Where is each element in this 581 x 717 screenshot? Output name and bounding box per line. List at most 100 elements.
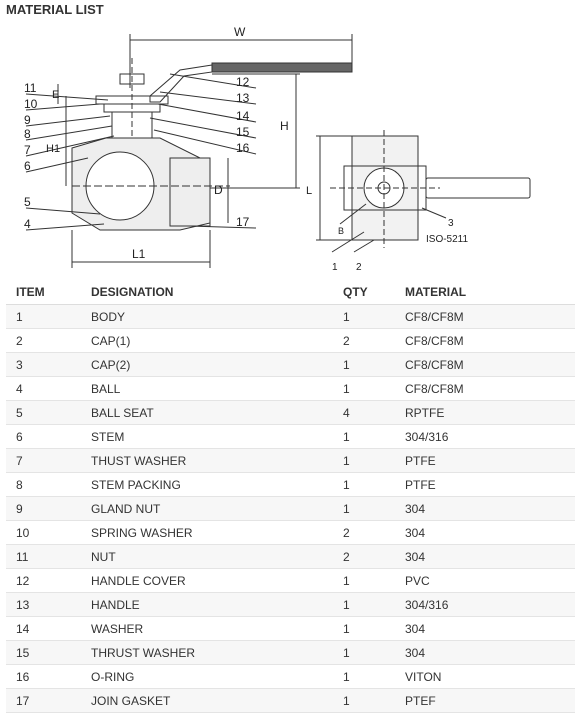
dim-e-label: E xyxy=(52,89,59,101)
material-cell: 304 xyxy=(395,520,575,545)
dim-d-label: D xyxy=(214,183,223,197)
callout-16: 16 xyxy=(236,141,250,155)
designation-cell: CAP(1) xyxy=(81,328,333,353)
item-cell: 13 xyxy=(6,592,81,617)
callout-13: 13 xyxy=(236,91,250,105)
item-cell: 17 xyxy=(6,688,81,713)
material-cell: 304 xyxy=(395,616,575,641)
item-cell: 5 xyxy=(6,400,81,425)
material-cell: CF8/CF8M xyxy=(395,328,575,353)
iso-standard-label: ISO-5211 xyxy=(426,234,468,245)
material-cell: PTEF xyxy=(395,688,575,713)
material-cell: PTFE xyxy=(395,472,575,497)
page-title: MATERIAL LIST xyxy=(6,2,104,17)
qty-cell: 1 xyxy=(333,664,395,689)
designation-cell: CAP(2) xyxy=(81,352,333,377)
qty-cell: 1 xyxy=(333,688,395,713)
dim-h-label: H xyxy=(280,119,289,133)
dim-w-label: W xyxy=(234,25,246,39)
qty-cell: 2 xyxy=(333,544,395,569)
callout-8: 8 xyxy=(24,127,31,141)
material-cell: VITON xyxy=(395,664,575,689)
designation-cell: HANDLE xyxy=(81,592,333,617)
item-cell: 11 xyxy=(6,544,81,569)
callout-1: 1 xyxy=(332,262,338,273)
callout-10: 10 xyxy=(24,97,38,111)
callout-6: 6 xyxy=(24,159,31,173)
designation-cell: THRUST WASHER xyxy=(81,640,333,665)
valve-drawing: W E H1 H D L1 L B 11 10 9 8 7 6 5 4 12 1… xyxy=(0,18,581,278)
designation-cell: STEM PACKING xyxy=(81,472,333,497)
material-cell: CF8/CF8M xyxy=(395,304,575,329)
item-cell: 9 xyxy=(6,496,81,521)
callout-5: 5 xyxy=(24,195,31,209)
col-item-header: ITEM xyxy=(6,280,81,305)
designation-cell: WASHER xyxy=(81,616,333,641)
material-cell: 304/316 xyxy=(395,592,575,617)
qty-cell: 1 xyxy=(333,472,395,497)
item-cell: 16 xyxy=(6,664,81,689)
item-cell: 10 xyxy=(6,520,81,545)
designation-cell: BALL SEAT xyxy=(81,400,333,425)
qty-cell: 1 xyxy=(333,424,395,449)
designation-cell: HANDLE COVER xyxy=(81,568,333,593)
item-cell: 4 xyxy=(6,376,81,401)
designation-cell: BALL xyxy=(81,376,333,401)
designation-cell: SPRING WASHER xyxy=(81,520,333,545)
material-cell: PVC xyxy=(395,568,575,593)
table-header-row: ITEM DESIGNATION QTY MATERIAL xyxy=(6,280,575,305)
designation-cell: STEM xyxy=(81,424,333,449)
qty-cell: 1 xyxy=(333,496,395,521)
qty-cell: 1 xyxy=(333,616,395,641)
item-cell: 14 xyxy=(6,616,81,641)
material-cell: 304 xyxy=(395,544,575,569)
callout-14: 14 xyxy=(236,109,250,123)
dim-h1-label: H1 xyxy=(46,143,60,155)
item-cell: 12 xyxy=(6,568,81,593)
designation-cell: GLAND NUT xyxy=(81,496,333,521)
qty-cell: 2 xyxy=(333,520,395,545)
material-cell: CF8/CF8M xyxy=(395,352,575,377)
col-qty-header: QTY xyxy=(333,280,395,305)
item-cell: 15 xyxy=(6,640,81,665)
qty-cell: 1 xyxy=(333,640,395,665)
qty-cell: 1 xyxy=(333,592,395,617)
material-cell: 304 xyxy=(395,496,575,521)
designation-cell: O-RING xyxy=(81,664,333,689)
callout-12: 12 xyxy=(236,75,250,89)
material-cell: RPTFE xyxy=(395,400,575,425)
col-material-header: MATERIAL xyxy=(395,280,575,305)
qty-cell: 4 xyxy=(333,400,395,425)
item-cell: 3 xyxy=(6,352,81,377)
qty-cell: 1 xyxy=(333,304,395,329)
callout-17: 17 xyxy=(236,215,250,229)
callout-4: 4 xyxy=(24,217,31,231)
designation-cell: JOIN GASKET xyxy=(81,688,333,713)
callout-2: 2 xyxy=(356,262,362,273)
item-cell: 6 xyxy=(6,424,81,449)
material-cell: 304 xyxy=(395,640,575,665)
callout-7: 7 xyxy=(24,143,31,157)
qty-cell: 1 xyxy=(333,448,395,473)
designation-cell: THUST WASHER xyxy=(81,448,333,473)
material-cell: CF8/CF8M xyxy=(395,376,575,401)
dim-b-label: B xyxy=(338,226,344,236)
